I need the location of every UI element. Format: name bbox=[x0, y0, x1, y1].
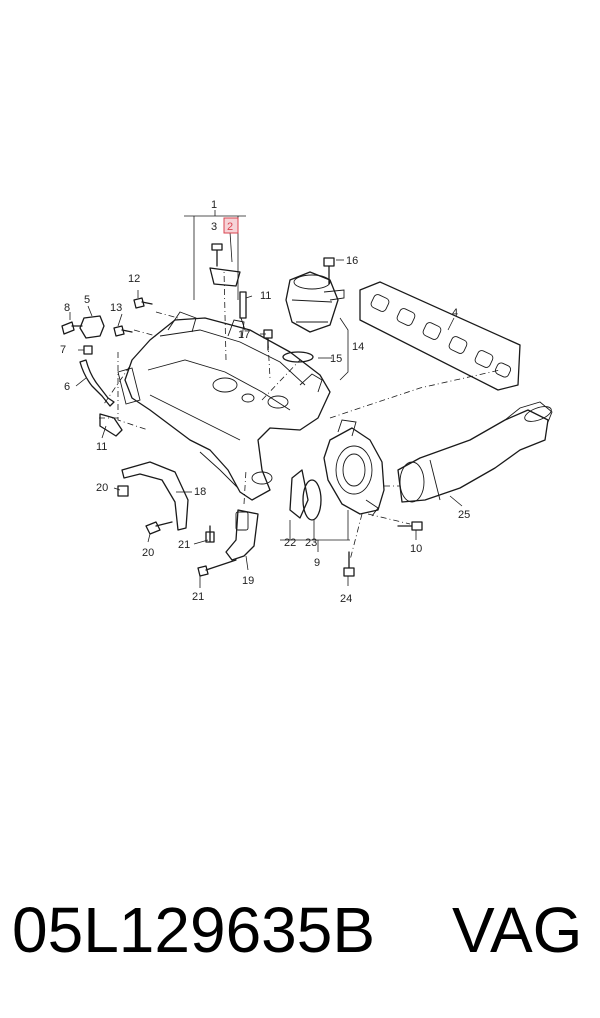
breather-hose bbox=[79, 359, 115, 407]
part-number: 05L129635B bbox=[12, 894, 376, 966]
label-25: 25 bbox=[458, 509, 470, 521]
label-20-lower: 20 bbox=[142, 547, 154, 559]
intake-pipe bbox=[397, 401, 553, 503]
intake-manifold bbox=[117, 311, 331, 501]
label-9: 9 bbox=[314, 557, 320, 569]
grouping-brackets bbox=[184, 210, 350, 552]
label-17: 17 bbox=[238, 329, 250, 341]
label-2-highlighted: 2 bbox=[227, 221, 233, 233]
label-12: 12 bbox=[128, 273, 140, 285]
sensor-11-lower bbox=[99, 413, 123, 437]
label-20-upper: 20 bbox=[96, 482, 108, 494]
sensor-5 bbox=[79, 315, 105, 339]
o-ring bbox=[282, 351, 314, 363]
label-3: 3 bbox=[211, 221, 217, 233]
actuator bbox=[285, 271, 345, 333]
label-5: 5 bbox=[84, 294, 90, 306]
exploded-parts-diagram: 1 2 3 4 5 6 7 8 9 10 11 11 12 13 14 15 1… bbox=[60, 199, 553, 605]
label-21-upper: 21 bbox=[178, 539, 190, 551]
label-18: 18 bbox=[194, 486, 206, 498]
label-10: 10 bbox=[410, 543, 422, 555]
label-6: 6 bbox=[64, 381, 70, 393]
o-ring-23 bbox=[302, 479, 322, 521]
label-13: 13 bbox=[110, 302, 122, 314]
label-22: 22 bbox=[284, 537, 296, 549]
leader-lines bbox=[69, 231, 463, 588]
highlighted-label-box bbox=[223, 217, 239, 234]
label-1: 1 bbox=[211, 199, 217, 211]
label-15: 15 bbox=[330, 353, 342, 365]
bracket bbox=[225, 509, 259, 561]
label-23: 23 bbox=[305, 537, 317, 549]
label-14: 14 bbox=[352, 341, 364, 353]
heat-shield bbox=[121, 461, 189, 531]
label-19: 19 bbox=[242, 575, 254, 587]
callout-labels: 1 2 3 4 5 6 7 8 9 10 11 11 12 13 14 15 1… bbox=[60, 199, 470, 605]
bolts bbox=[61, 243, 423, 577]
label-16: 16 bbox=[346, 255, 358, 267]
flange-gasket bbox=[289, 469, 309, 519]
label-8: 8 bbox=[64, 302, 70, 314]
brand-name: VAG bbox=[452, 894, 583, 966]
label-24: 24 bbox=[340, 593, 352, 605]
alignment-lines bbox=[96, 269, 501, 561]
label-21-lower: 21 bbox=[192, 591, 204, 603]
label-7: 7 bbox=[60, 344, 66, 356]
label-11-upper: 11 bbox=[260, 290, 271, 302]
gasket bbox=[359, 281, 521, 391]
sensor-11-upper bbox=[239, 291, 247, 331]
label-11-lower: 11 bbox=[96, 441, 107, 453]
throttle-body bbox=[323, 419, 385, 517]
label-4: 4 bbox=[452, 307, 458, 319]
